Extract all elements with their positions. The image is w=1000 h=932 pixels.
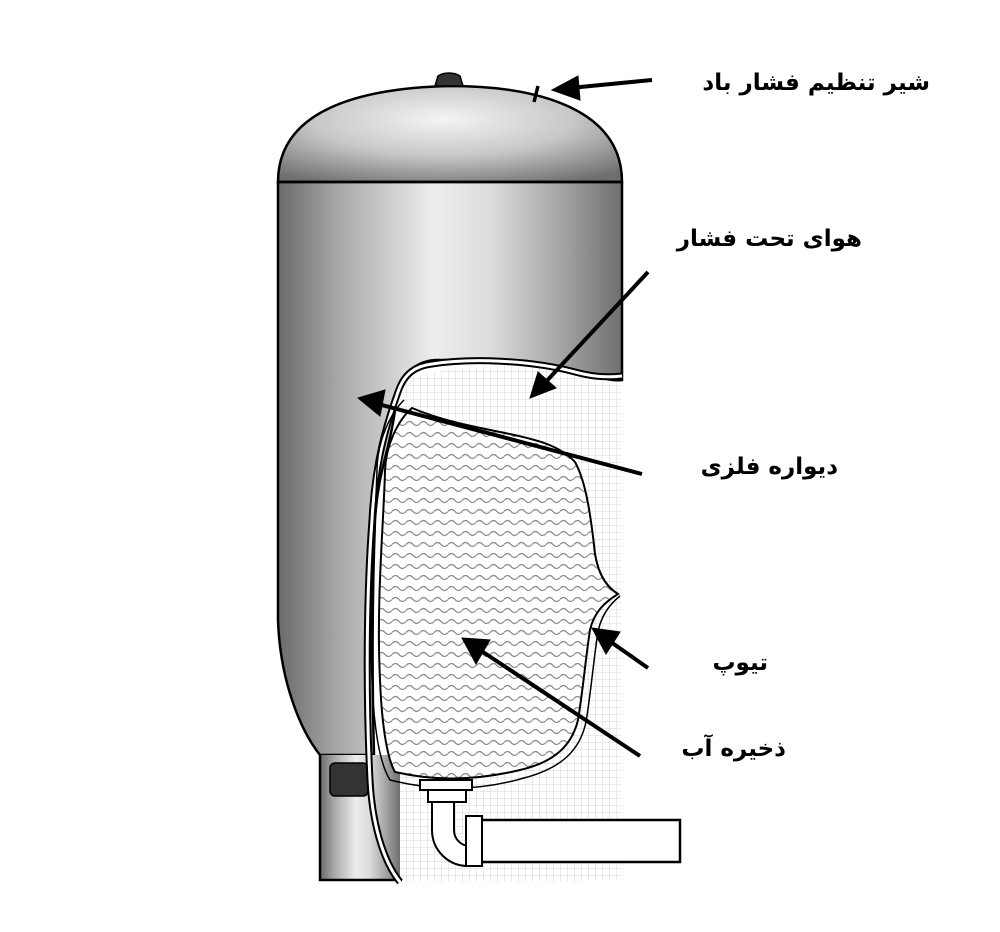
arrow-metal-wall-head (356, 389, 386, 417)
label-water-storage: ذخیره آب (681, 736, 786, 762)
air-valve-stem (532, 85, 540, 103)
arrow-pressurized-air-head (529, 371, 557, 399)
label-metal-wall: دیواره فلزی (700, 454, 838, 480)
label-air-valve: شیر تنظیم فشار باد (702, 70, 930, 96)
arrow-water-storage-line (478, 648, 642, 758)
arrow-water-storage-head (461, 637, 491, 666)
dome-cap (433, 72, 465, 87)
arrow-tube-head (591, 627, 621, 655)
arrow-pressurized-air-line (540, 270, 650, 388)
tank-base-outline (318, 755, 402, 882)
water-bladder-outer-line (370, 399, 621, 789)
label-tube: تیوپ (712, 650, 768, 676)
water-bladder (377, 406, 620, 780)
outlet-flange (419, 779, 473, 791)
label-pressurized-air: هوای تحت فشار (676, 226, 862, 252)
outlet-nut (427, 789, 467, 803)
arrow-tube-line (606, 638, 650, 670)
outlet-pipe (478, 818, 682, 864)
outlet-pipe-collar (465, 815, 483, 867)
arrow-air-valve-line (569, 78, 653, 90)
arrows (356, 75, 653, 758)
tank-dome (276, 84, 624, 184)
base-window (329, 762, 369, 797)
arrow-metal-wall-line (377, 402, 643, 476)
arrow-air-valve-head (550, 75, 581, 101)
